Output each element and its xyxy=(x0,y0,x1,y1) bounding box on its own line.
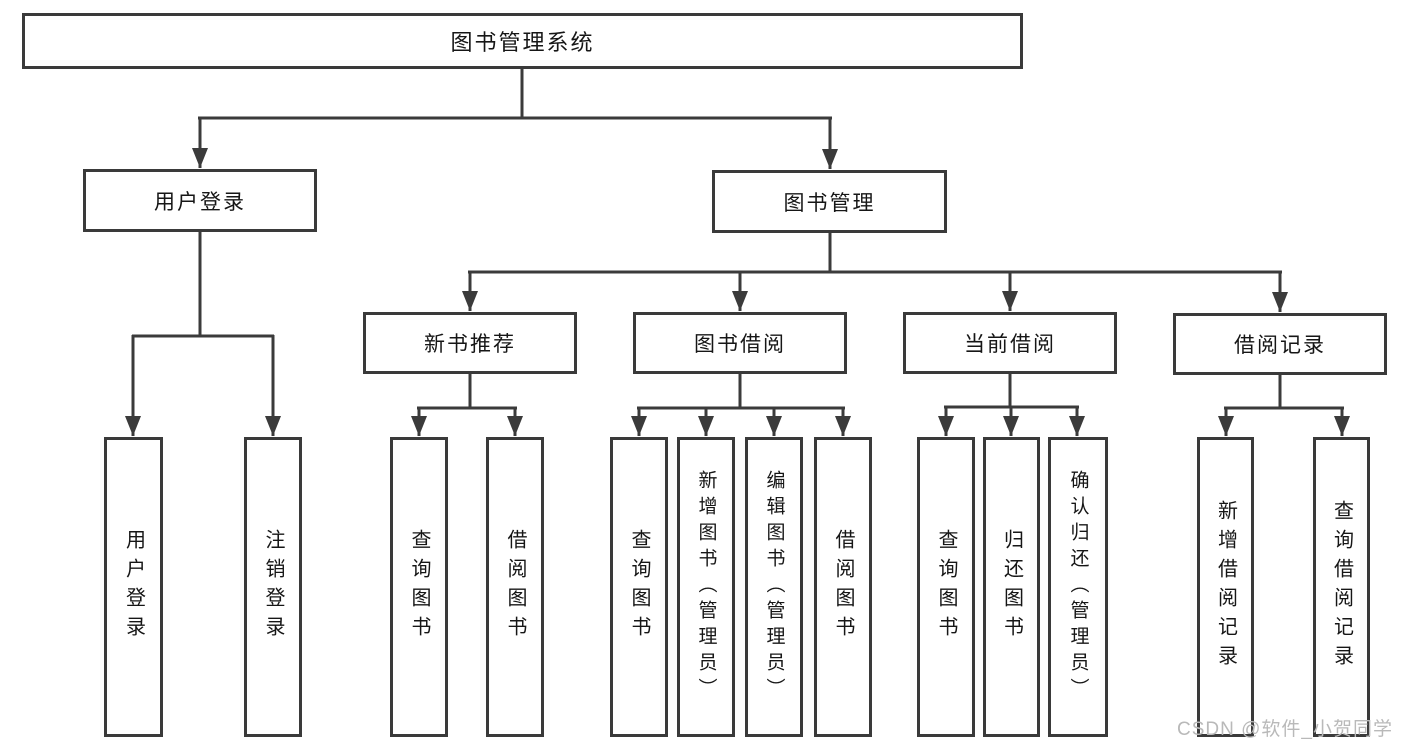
leaf-user-login-label: 用户登录 xyxy=(122,529,145,645)
branch-book-borrow xyxy=(631,374,851,436)
node-root-label: 图书管理系统 xyxy=(450,30,595,55)
node-book-borrow-label: 图书借阅 xyxy=(694,333,786,356)
node-borrow-records-label: 借阅记录 xyxy=(1234,334,1326,357)
leaf-add-books-admin: 新增图书（管理员） xyxy=(677,437,735,737)
leaf-add-books-admin-label: 新增图书（管理员） xyxy=(695,470,717,704)
leaf-borrow-books-label: 借阅图书 xyxy=(832,529,854,645)
leaf-current-query-books: 查询图书 xyxy=(917,437,975,737)
leaf-query-borrow-record-label: 查询借阅记录 xyxy=(1330,500,1353,674)
leaf-edit-books-admin-label: 编辑图书（管理员） xyxy=(763,470,785,704)
branch-user-login xyxy=(125,232,281,436)
leaf-recommend-query-books-label: 查询图书 xyxy=(408,529,430,645)
leaf-edit-books-admin: 编辑图书（管理员） xyxy=(745,437,803,737)
leaf-current-query-books-label: 查询图书 xyxy=(935,529,957,645)
leaf-recommend-borrow-books: 借阅图书 xyxy=(486,437,544,737)
csdn-watermark: CSDN @软件_小贺同学 xyxy=(1177,719,1393,740)
leaf-confirm-return-admin-label: 确认归还（管理员） xyxy=(1067,470,1089,704)
branch-borrow-records xyxy=(1218,375,1350,436)
leaf-recommend-query-books: 查询图书 xyxy=(390,437,448,737)
leaf-borrow-books: 借阅图书 xyxy=(814,437,872,737)
node-book-borrow: 图书借阅 xyxy=(633,312,847,374)
leaf-user-login: 用户登录 xyxy=(104,437,163,737)
branch-current-borrow xyxy=(938,374,1085,436)
node-current-borrow-label: 当前借阅 xyxy=(964,333,1056,356)
node-book-management-label: 图书管理 xyxy=(783,191,876,215)
node-root: 图书管理系统 xyxy=(22,13,1023,69)
node-book-management: 图书管理 xyxy=(712,170,947,233)
leaf-logout-label: 注销登录 xyxy=(262,529,284,645)
leaf-return-books: 归还图书 xyxy=(983,437,1040,737)
branch-book-management xyxy=(462,233,1288,312)
leaf-return-books-label: 归还图书 xyxy=(1000,529,1023,645)
branch-root-to-level2 xyxy=(192,69,838,169)
leaf-borrow-query-books-label: 查询图书 xyxy=(628,529,650,645)
leaf-add-borrow-record: 新增借阅记录 xyxy=(1197,437,1254,737)
leaf-confirm-return-admin: 确认归还（管理员） xyxy=(1048,437,1108,737)
leaf-add-borrow-record-label: 新增借阅记录 xyxy=(1214,500,1237,674)
leaf-recommend-borrow-books-label: 借阅图书 xyxy=(504,529,526,645)
branch-new-book-recommend xyxy=(411,374,523,436)
leaf-query-borrow-record: 查询借阅记录 xyxy=(1313,437,1370,737)
node-new-book-recommend: 新书推荐 xyxy=(363,312,577,374)
node-current-borrow: 当前借阅 xyxy=(903,312,1117,374)
leaf-logout: 注销登录 xyxy=(244,437,302,737)
node-user-login: 用户登录 xyxy=(83,169,317,232)
node-borrow-records: 借阅记录 xyxy=(1173,313,1387,375)
node-new-book-recommend-label: 新书推荐 xyxy=(424,333,516,356)
leaf-borrow-query-books: 查询图书 xyxy=(610,437,668,737)
node-user-login-label: 用户登录 xyxy=(154,190,246,214)
